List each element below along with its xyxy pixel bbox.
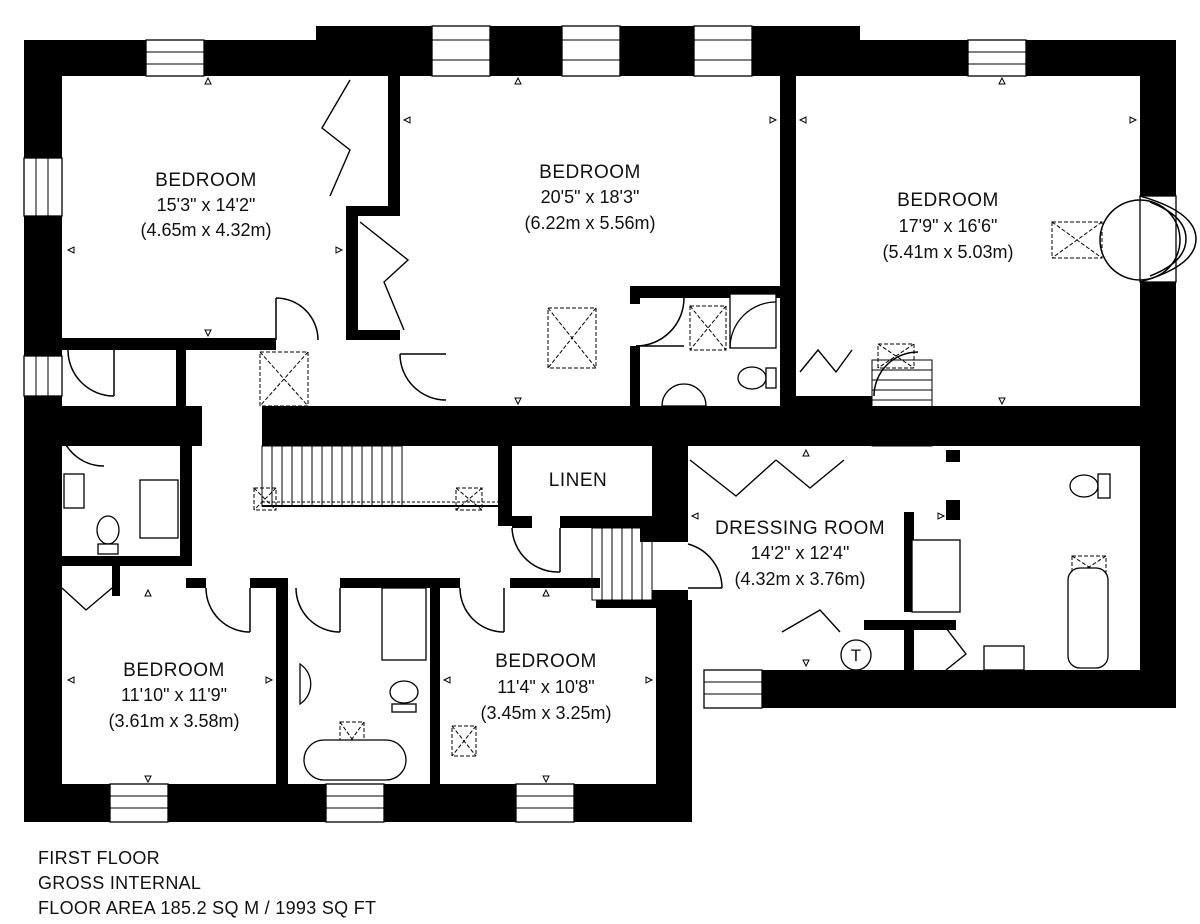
windows — [23, 25, 1177, 823]
dimension-markers — [66, 76, 1138, 784]
closet-doors — [61, 79, 967, 671]
interior-walls — [62, 76, 1140, 788]
doors — [61, 297, 919, 633]
bedroom-1-metric: (4.65m x 4.32m) — [140, 220, 271, 240]
caption-gross-internal: GROSS INTERNAL — [38, 873, 202, 893]
bedroom-3-imperial: 17'9" x 16'6" — [899, 216, 998, 236]
bedroom-5-name: BEDROOM — [495, 651, 597, 672]
bedroom-3-name: BEDROOM — [897, 190, 999, 211]
bay-window — [1099, 195, 1197, 283]
bedroom-2-name: BEDROOM — [539, 162, 641, 183]
staircase-bedroom3 — [871, 359, 933, 447]
floor-area-caption: FIRST FLOOR GROSS INTERNAL FLOOR AREA 18… — [38, 846, 376, 921]
bedroom-1-imperial: 15'3" x 14'2" — [157, 195, 256, 215]
window-glazing-lines — [35, 39, 1026, 809]
dressing-room-name: DRESSING ROOM — [715, 518, 885, 539]
linen-name: LINEN — [549, 470, 607, 491]
caption-floor: FIRST FLOOR — [38, 848, 160, 868]
bathroom-fixtures — [63, 293, 1111, 781]
skylight-bedroom3 — [1051, 221, 1103, 259]
skylight-bedroom2 — [547, 307, 597, 369]
room-labels: BEDROOM 15'3" x 14'2" (4.65m x 4.32m) BE… — [108, 162, 1013, 731]
bedroom-1-name: BEDROOM — [155, 170, 257, 191]
bedroom-5-metric: (3.45m x 3.25m) — [480, 703, 611, 723]
staircase-main — [261, 445, 498, 507]
bedroom-2-imperial: 20'5" x 18'3" — [541, 187, 640, 207]
bedroom-4-imperial: 11'10" x 11'9" — [121, 685, 227, 705]
skylight-stair3 — [877, 343, 915, 369]
skylight-stairs-b — [455, 487, 483, 511]
skylights — [253, 221, 1107, 757]
caption-floor-area: FLOOR AREA 185.2 SQ M / 1993 SQ FT — [38, 898, 377, 918]
bedroom-2-metric: (6.22m x 5.56m) — [524, 213, 655, 233]
skylight-ensuite — [689, 305, 727, 351]
skylight-landing — [259, 351, 309, 407]
bedroom-3-metric: (5.41m x 5.03m) — [882, 242, 1013, 262]
bedroom-4-name: BEDROOM — [123, 660, 225, 681]
skylight-stairs-a — [253, 487, 277, 511]
dressing-room-imperial: 14'2" x 12'4" — [751, 543, 850, 563]
tank-label: T — [851, 646, 861, 665]
floor-plan: T BEDROOM 15'3" x 14'2" (4.65m x 4.32m) … — [23, 25, 1197, 823]
bedroom-5-imperial: 11'4" x 10'8" — [497, 677, 594, 697]
skylight-bottom-bed — [451, 725, 477, 757]
staircase-rear — [591, 527, 653, 601]
dressing-room-metric: (4.32m x 3.76m) — [734, 569, 865, 589]
bedroom-4-metric: (3.61m x 3.58m) — [108, 711, 239, 731]
